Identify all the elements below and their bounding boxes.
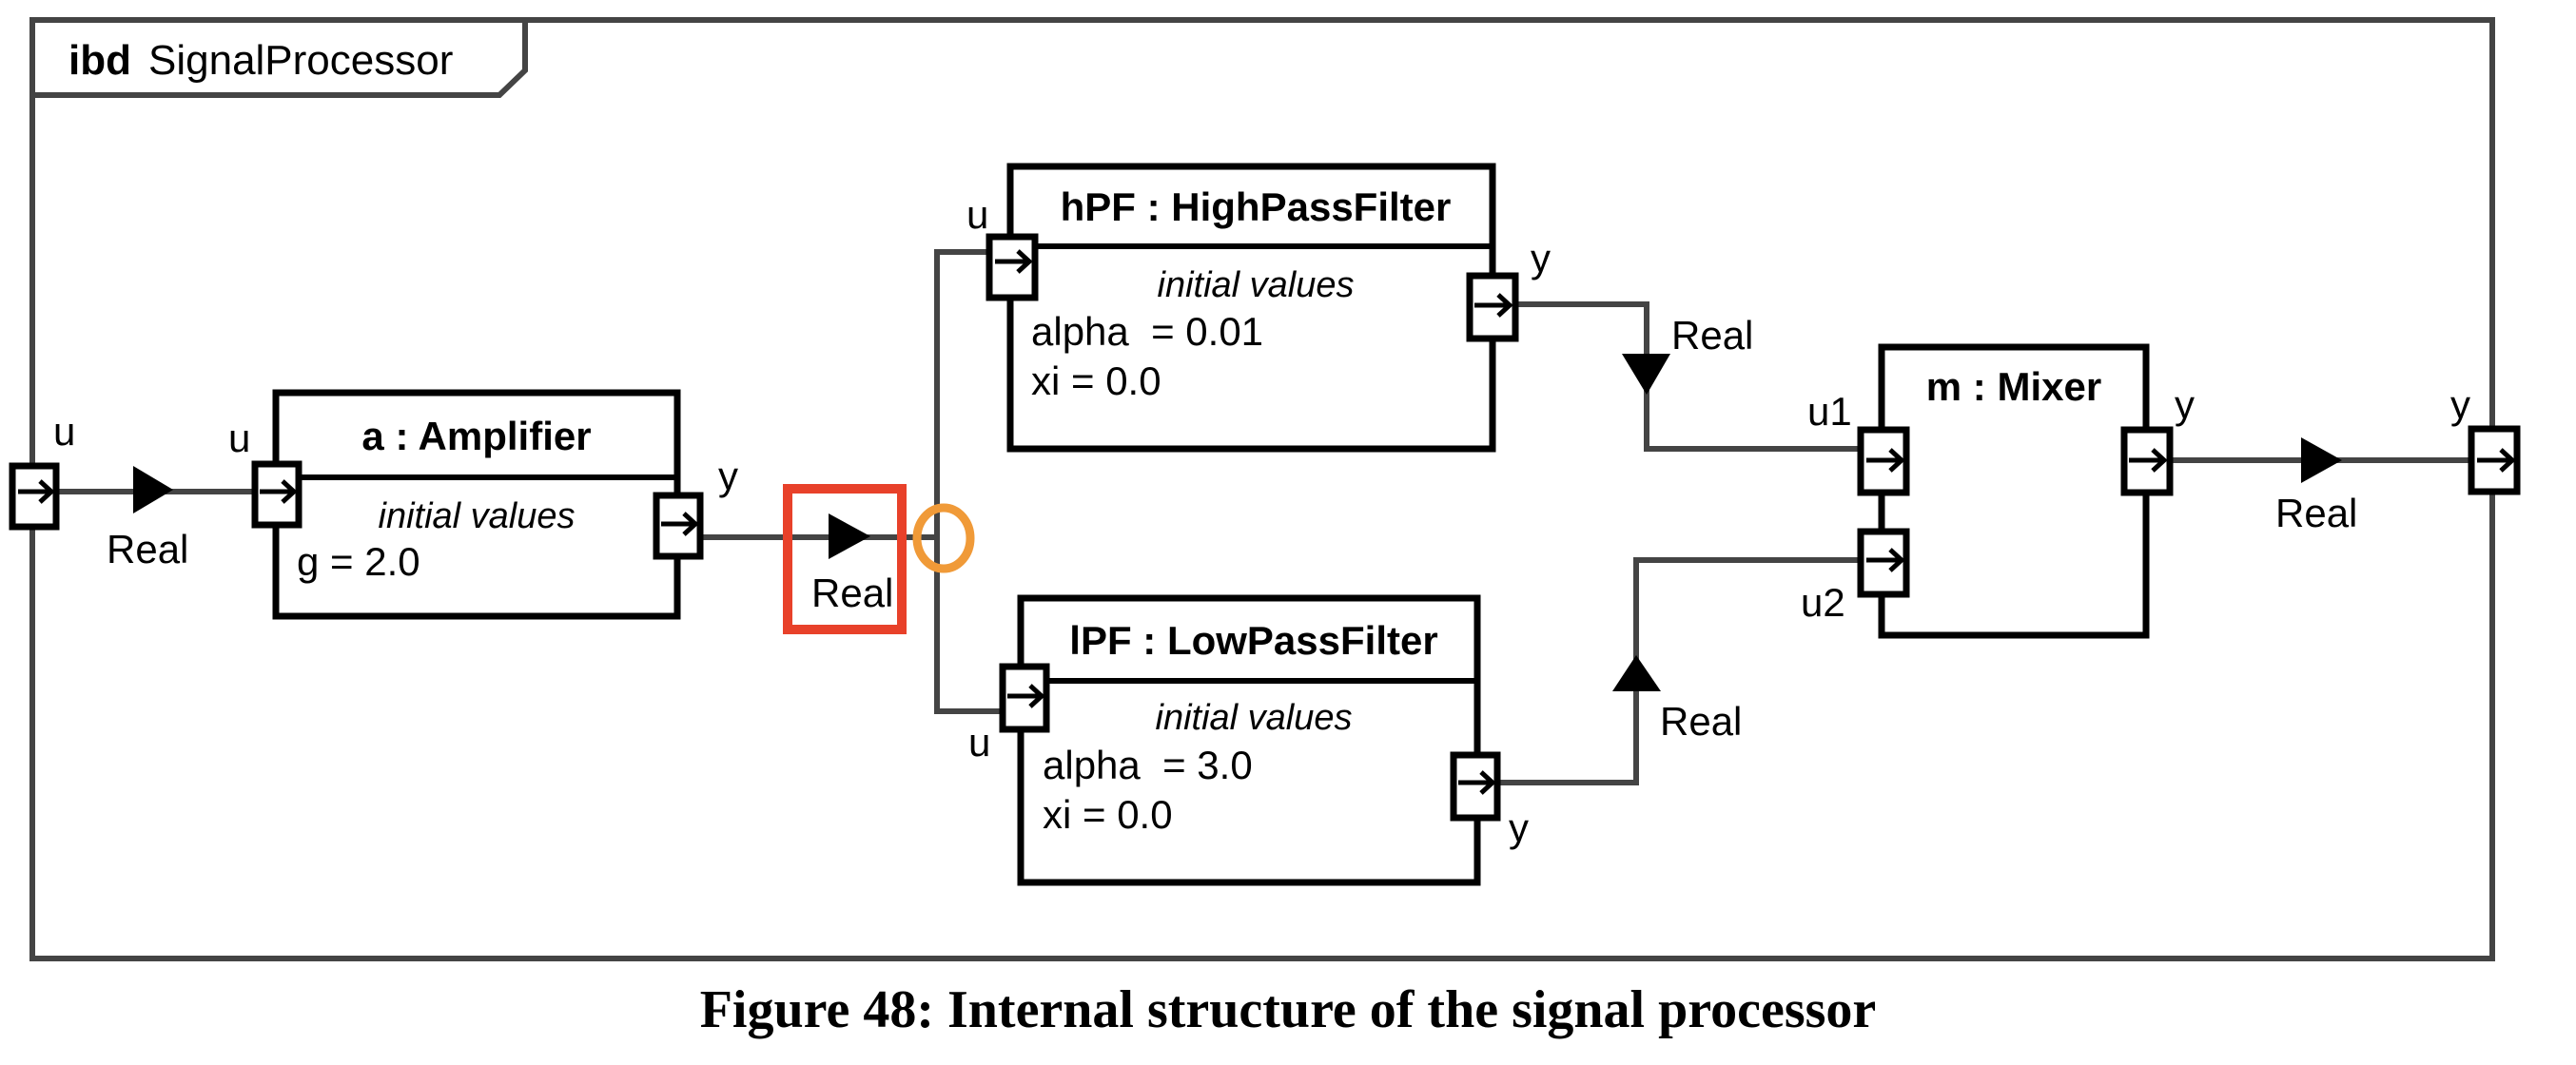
part-lpf-title: lPF : LowPassFilter xyxy=(1069,618,1437,663)
port-direction-arrow-icon xyxy=(661,512,699,536)
part-lpf[interactable]: lPF : LowPassFilter initial values alpha… xyxy=(1017,594,1481,886)
highlight-box-flow-label xyxy=(783,484,907,634)
part-amplifier-value: g = 2.0 xyxy=(297,539,420,584)
amplifier-port-u-label: u xyxy=(228,416,250,460)
mixer-port-y[interactable] xyxy=(2120,426,2174,496)
port-direction-arrow-icon xyxy=(2477,448,2516,473)
boundary-port-output[interactable] xyxy=(2468,425,2521,495)
part-hpf[interactable]: hPF : HighPassFilter initial values alph… xyxy=(1006,163,1496,453)
part-mixer-title: m : Mixer xyxy=(1926,364,2101,409)
port-direction-arrow-icon xyxy=(260,479,298,504)
port-direction-arrow-icon xyxy=(18,479,55,504)
mixer-port-y-label: y xyxy=(2175,382,2195,427)
mixer-port-u1-label: u1 xyxy=(1807,389,1852,434)
lpf-port-u[interactable] xyxy=(999,663,1050,733)
flow-label-input-amplifier: Real xyxy=(107,527,188,571)
flow-arrow-mixer-output xyxy=(2301,437,2342,483)
part-amplifier-compartment: initial values xyxy=(379,496,576,536)
flow-label-mixer-output: Real xyxy=(2275,491,2357,535)
boundary-port-input-label: u xyxy=(53,409,75,454)
port-direction-arrow-icon xyxy=(1866,448,1905,473)
flow-label-lpf-mixer: Real xyxy=(1660,699,1742,744)
lpf-port-y[interactable] xyxy=(1450,751,1501,822)
part-amplifier[interactable]: a : Amplifier initial values g = 2.0 xyxy=(272,389,681,620)
frame-kind: ibd xyxy=(68,37,131,84)
mixer-port-u1[interactable] xyxy=(1857,426,1910,496)
part-mixer[interactable]: m : Mixer xyxy=(1878,343,2150,639)
part-hpf-value-alpha: alpha = 0.01 xyxy=(1031,309,1263,354)
part-hpf-compartment: initial values xyxy=(1158,265,1355,305)
connector-bus-lpf[interactable] xyxy=(934,537,1002,714)
mixer-port-u2-label: u2 xyxy=(1801,580,1845,625)
amplifier-port-y-label: y xyxy=(718,454,738,498)
boundary-port-input[interactable] xyxy=(9,462,60,531)
mixer-port-u2[interactable] xyxy=(1857,528,1910,598)
flow-arrow-lpf-mixer xyxy=(1612,655,1661,691)
flow-label-amplifier-filters: Real xyxy=(811,571,893,615)
frame-name: SignalProcessor xyxy=(148,37,453,84)
part-hpf-title: hPF : HighPassFilter xyxy=(1061,184,1452,229)
hpf-port-u[interactable] xyxy=(986,233,1039,301)
hpf-port-y[interactable] xyxy=(1466,272,1519,342)
part-lpf-value-xi: xi = 0.0 xyxy=(1043,792,1173,837)
part-lpf-value-alpha: alpha = 3.0 xyxy=(1043,743,1253,787)
flow-arrow-input-amplifier xyxy=(133,466,173,513)
port-direction-arrow-icon xyxy=(2129,448,2168,473)
port-direction-arrow-icon xyxy=(1458,770,1496,795)
port-direction-arrow-icon xyxy=(1474,293,1513,318)
flow-arrow-amplifier-filters xyxy=(829,513,870,559)
flow-arrow-hpf-mixer xyxy=(1622,354,1670,395)
frame-name-tab xyxy=(32,20,528,98)
flow-label-hpf-mixer: Real xyxy=(1671,313,1753,358)
port-direction-arrow-icon xyxy=(995,249,1033,274)
port-direction-arrow-icon xyxy=(1866,548,1905,572)
connector-bus-hpf[interactable] xyxy=(934,249,988,537)
lpf-port-u-label: u xyxy=(968,720,990,765)
part-lpf-compartment: initial values xyxy=(1156,698,1353,738)
part-amplifier-title: a : Amplifier xyxy=(361,414,591,458)
lpf-port-y-label: y xyxy=(1509,805,1529,850)
port-direction-arrow-icon xyxy=(1007,684,1045,708)
amplifier-port-y[interactable] xyxy=(653,492,704,560)
part-hpf-value-xi: xi = 0.0 xyxy=(1031,358,1161,403)
highlight-circle-junction xyxy=(912,503,975,573)
hpf-port-y-label: y xyxy=(1531,236,1551,281)
hpf-port-u-label: u xyxy=(966,192,988,237)
figure-caption: Figure 48: Internal structure of the sig… xyxy=(700,980,1877,1039)
amplifier-port-u[interactable] xyxy=(251,460,302,529)
boundary-port-output-label: y xyxy=(2450,382,2470,427)
